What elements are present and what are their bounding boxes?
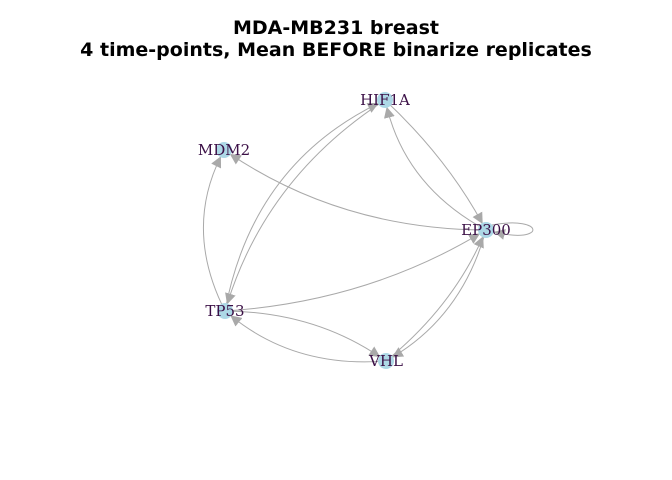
edge-ep300-to-mdm2 bbox=[229, 153, 487, 231]
node-label-vhl: VHL bbox=[368, 352, 403, 370]
edge-vhl-to-tp53 bbox=[230, 315, 387, 363]
node-ep300 bbox=[478, 222, 494, 238]
edge-ep300-to-hif1a bbox=[384, 106, 487, 231]
edge-ep300-to-ep300 bbox=[491, 222, 534, 240]
node-mdm2 bbox=[216, 142, 232, 158]
edge-hif1a-to-ep300 bbox=[384, 99, 483, 224]
graph-subtitle: 4 time-points, Mean BEFORE binarize repl… bbox=[80, 39, 592, 61]
node-label-mdm2: MDM2 bbox=[198, 141, 250, 159]
edge-hif1a-to-tp53 bbox=[225, 99, 386, 305]
edges-layer bbox=[202, 99, 534, 363]
node-label-hif1a: HIF1A bbox=[360, 91, 410, 109]
node-hif1a bbox=[377, 92, 393, 108]
edge-tp53-to-hif1a bbox=[224, 102, 379, 312]
edge-tp53-to-mdm2 bbox=[202, 156, 226, 312]
node-label-ep300: EP300 bbox=[461, 221, 511, 239]
node-tp53 bbox=[217, 303, 233, 319]
edge-tp53-to-ep300 bbox=[224, 233, 481, 312]
edge-tp53-to-vhl bbox=[224, 310, 381, 358]
edge-vhl-to-ep300 bbox=[385, 236, 484, 362]
node-label-tp53: TP53 bbox=[205, 302, 244, 320]
edge-ep300-to-vhl bbox=[391, 229, 487, 358]
node-vhl bbox=[378, 353, 394, 369]
graph-title: MDA-MB231 breast bbox=[232, 17, 439, 39]
